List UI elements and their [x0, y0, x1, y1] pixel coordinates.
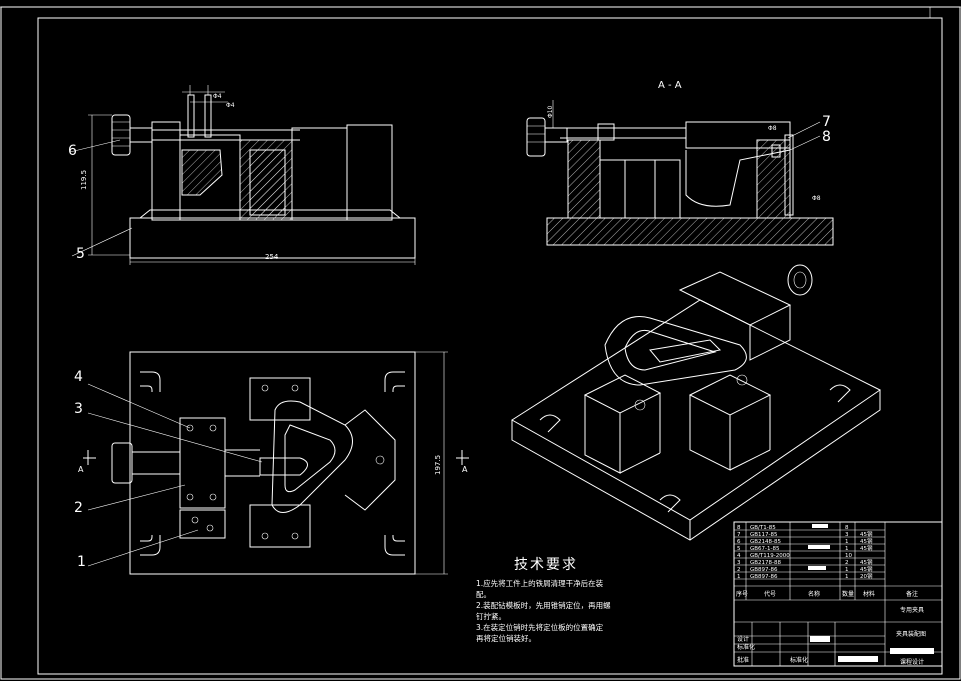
part-row-mat: 45钢 [860, 565, 873, 573]
front-dim-small-1: Φ4 [213, 93, 222, 100]
part-row-name: GB67-1-85 [750, 546, 780, 552]
isometric-view [511, 264, 881, 541]
section-dim-2: Φ8 [768, 125, 777, 132]
part-row-no: 7 [737, 532, 741, 538]
part-row-mat: 45钢 [860, 530, 873, 538]
tech-req-heading: 技术要求 [514, 557, 578, 573]
part-row-name: GB117-85 [750, 532, 778, 538]
part-row-qty: 1 [845, 539, 849, 545]
top-dim-height: 197.5 [434, 455, 442, 475]
part-row-name: GB2178-88 [750, 560, 782, 566]
hdr-note: 备注 [906, 590, 918, 598]
label-design: 设计 [737, 635, 749, 643]
front-callout-6: 6 [68, 143, 77, 159]
section-mark-left: A [78, 465, 84, 474]
label-std: 标准化 [737, 643, 755, 651]
part-row-no: 3 [737, 560, 741, 566]
part-row-name: GB897-86 [750, 574, 778, 580]
top-view: A A 197.5 4 3 2 1 [74, 351, 469, 575]
front-dim-height: 119.5 [80, 170, 88, 190]
part-row-no: 2 [737, 567, 741, 573]
part-row-no: 5 [737, 546, 741, 552]
part-row-mat: 45钢 [860, 544, 873, 552]
label-approve: 批准 [737, 656, 749, 664]
part-row-qty: 10 [845, 553, 852, 559]
part-row-name: GB/T1-85 [750, 525, 776, 531]
front-dim-small-2: Φ4 [226, 102, 235, 109]
part-row-no: 4 [737, 553, 741, 559]
top-callout-2: 2 [74, 500, 83, 516]
part-row-name: GB897-86 [750, 567, 778, 573]
part-row-name: GB2148-85 [750, 539, 782, 545]
section-view: A - A Φ10 Φ8 Φ8 7 8 [526, 80, 834, 246]
part-row-mat: 45钢 [860, 558, 873, 566]
section-dim-1: Φ10 [547, 105, 554, 118]
tech-req-line-3: 2.装配钻模板时，先用锥销定位，再用螺 [476, 601, 611, 610]
hdr-qty: 数量 [842, 590, 854, 598]
title-right-mid: 夹具装配图 [896, 630, 926, 638]
tech-req-line-2: 配。 [476, 590, 491, 599]
hdr-mat: 材料 [863, 590, 875, 598]
part-row-name: GB/T119-2000 [750, 553, 790, 559]
title-footer: 课程设计 [900, 658, 924, 666]
part-row-no: 8 [737, 525, 741, 531]
section-callout-7: 7 [822, 114, 831, 130]
top-callout-1: 1 [77, 554, 86, 570]
part-row-qty: 1 [845, 567, 849, 573]
part-row-no: 6 [737, 539, 741, 545]
part-row-qty: 1 [845, 574, 849, 580]
part-row-no: 1 [737, 574, 741, 580]
section-title: A - A [658, 80, 682, 91]
inner-border [37, 17, 943, 675]
top-callout-4: 4 [74, 369, 83, 385]
section-callout-8: 8 [822, 129, 831, 145]
part-row-qty: 2 [845, 560, 849, 566]
front-view: Φ4 Φ4 119.5 254 6 5 [68, 85, 416, 265]
technical-requirements: 技术要求 1.应先将工件上的铁屑清理干净后在装 配。 2.装配钻模板时，先用锥销… [476, 554, 686, 644]
part-row-qty: 3 [845, 532, 849, 538]
section-dim-3: Φ8 [812, 195, 821, 202]
front-dim-width: 254 [265, 253, 279, 261]
part-row-qty: 8 [845, 525, 849, 531]
part-row-mat: 20钢 [860, 572, 873, 580]
top-callout-3: 3 [74, 401, 83, 417]
hdr-no: 序号 [736, 590, 748, 598]
hdr-name: 名称 [808, 590, 820, 598]
tech-req-line-1: 1.应先将工件上的铁屑清理干净后在装 [476, 579, 604, 588]
tech-req-line-5: 3.在装定位销时先将定位板的位置确定 [476, 623, 604, 632]
front-callout-5: 5 [76, 246, 85, 262]
label-sign: 标准化 [790, 656, 808, 664]
tech-req-line-6: 再将定位销装好。 [476, 634, 536, 643]
hdr-code: 代号 [764, 590, 776, 598]
section-mark-right: A [462, 465, 468, 474]
tech-req-line-4: 钉拧紧。 [476, 612, 506, 621]
part-row-mat: 45钢 [860, 537, 873, 545]
title-right-top: 专用夹具 [900, 606, 924, 614]
part-row-qty: 1 [845, 546, 849, 552]
